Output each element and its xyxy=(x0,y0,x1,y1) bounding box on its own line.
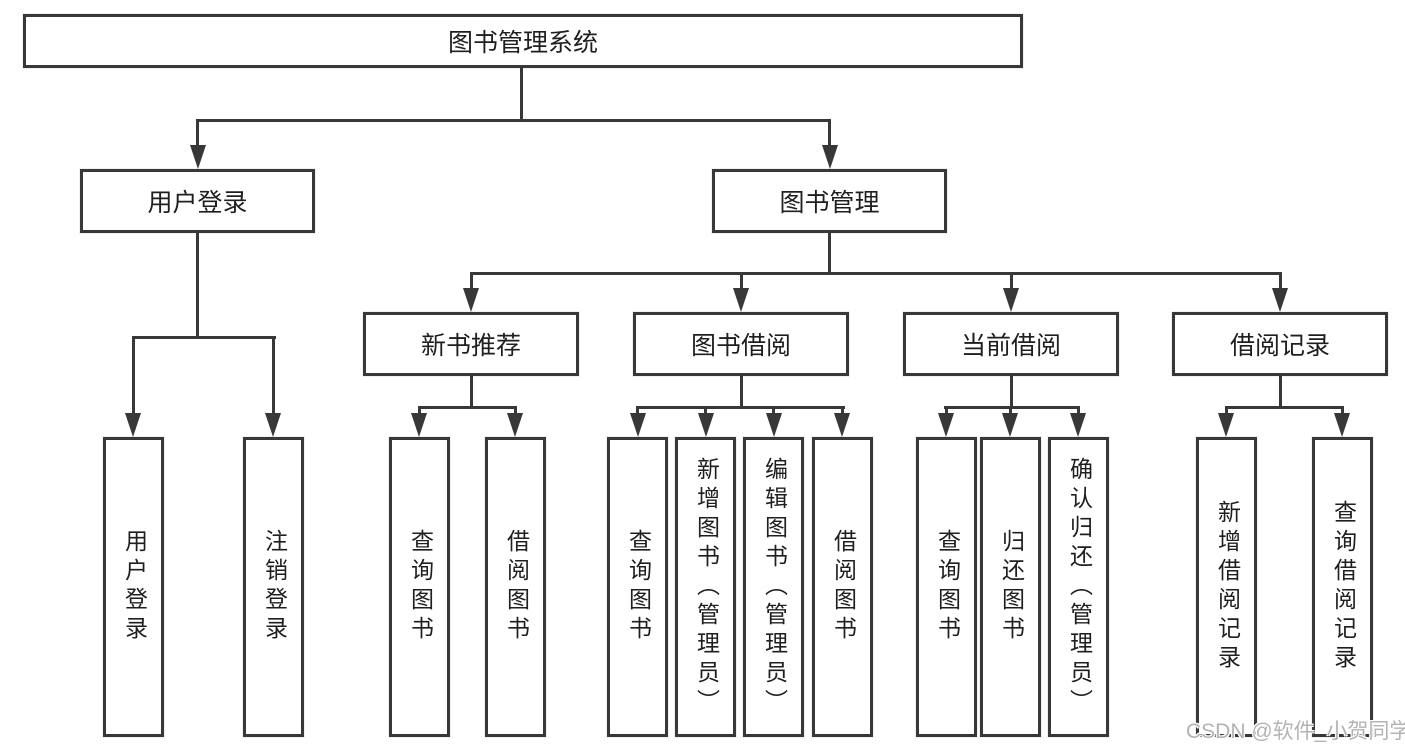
node-user-login-branch: 用户登录 xyxy=(80,169,315,233)
arrowhead-icon xyxy=(125,413,141,437)
node-label: 当前借阅 xyxy=(960,332,1061,360)
arrowhead-icon xyxy=(938,413,954,437)
arrowhead-icon xyxy=(766,413,782,437)
connector-new-books-stub xyxy=(470,376,473,406)
node-label: 图书管理 xyxy=(779,189,880,217)
node-label: 新书推荐 xyxy=(420,332,521,360)
node-label: 确认归还（管理员） xyxy=(1066,456,1093,718)
connector-book-mgmt-stub xyxy=(828,233,831,272)
arrowhead-icon xyxy=(733,288,749,312)
connector-leaf-drop xyxy=(1341,406,1344,414)
node-label: 新增借阅记录 xyxy=(1214,500,1241,674)
connector-to-book-borrow xyxy=(740,272,743,289)
csdn-watermark: CSDN @软件_小贺同学 xyxy=(1186,720,1405,743)
connector-to-book-mgmt xyxy=(828,119,831,147)
node-label: 用户登录 xyxy=(147,189,248,217)
arrowhead-icon xyxy=(1003,288,1019,312)
connector-to-new-books xyxy=(470,272,473,289)
arrowhead-icon xyxy=(265,413,281,437)
node-leaf-confirm-return-admin: 确认归还（管理员） xyxy=(1048,437,1109,737)
arrowhead-icon xyxy=(1334,413,1350,437)
connector-current-borrow-rail xyxy=(944,406,1080,409)
node-label: 图书管理系统 xyxy=(447,29,598,57)
connector-book-borrow-rail xyxy=(636,406,845,409)
connector-leaf-drop xyxy=(1009,406,1012,414)
node-label: 新增图书（管理员） xyxy=(693,456,720,718)
node-label: 借阅图书 xyxy=(830,529,857,645)
node-leaf-query-books: 查询图书 xyxy=(916,437,977,737)
arrowhead-icon xyxy=(507,413,523,437)
arrowhead-icon xyxy=(463,288,479,312)
connector-leaf-drop xyxy=(1077,406,1080,414)
node-label: 查询图书 xyxy=(407,529,434,645)
node-leaf-user-login: 用户登录 xyxy=(103,437,164,737)
connector-book-mgmt-rail xyxy=(470,272,1282,275)
node-label: 查询借阅记录 xyxy=(1330,500,1357,674)
connector-current-borrow-stub xyxy=(1010,376,1013,406)
node-label: 查询图书 xyxy=(625,529,652,645)
connector-to-login-leaf xyxy=(132,336,135,413)
connector-new-books-rail xyxy=(418,406,517,409)
node-label: 注销登录 xyxy=(261,529,288,645)
arrowhead-icon xyxy=(1272,288,1288,312)
connector-leaf-drop xyxy=(772,406,775,414)
node-label: 借阅图书 xyxy=(503,529,530,645)
arrowhead-icon xyxy=(834,413,850,437)
node-label: 查询图书 xyxy=(934,529,961,645)
node-leaf-query-books: 查询图书 xyxy=(607,437,668,737)
node-book-mgmt-branch: 图书管理 xyxy=(712,169,947,233)
node-label: 借阅记录 xyxy=(1229,332,1330,360)
connector-to-current-borrow xyxy=(1010,272,1013,289)
node-label: 归还图书 xyxy=(998,529,1025,645)
node-label: 用户登录 xyxy=(121,529,148,645)
connector-leaf-drop xyxy=(841,406,844,414)
connector-to-borrow-records xyxy=(1279,272,1282,289)
connector-leaf-drop xyxy=(418,406,421,414)
node-leaf-borrow-books: 借阅图书 xyxy=(485,437,546,737)
arrowhead-icon xyxy=(411,413,427,437)
arrowhead-icon xyxy=(630,413,646,437)
connector-user-login-stub xyxy=(196,233,199,336)
connector-root-stub xyxy=(520,68,523,119)
connector-borrow-records-rail xyxy=(1225,406,1344,409)
node-library-system: 图书管理系统 xyxy=(23,14,1023,68)
node-leaf-query-books: 查询图书 xyxy=(389,437,450,737)
node-leaf-add-borrow-record: 新增借阅记录 xyxy=(1196,437,1257,737)
node-borrow-records: 借阅记录 xyxy=(1172,312,1388,376)
connector-leaf-drop xyxy=(945,406,948,414)
connector-leaf-drop xyxy=(1225,406,1228,414)
node-leaf-edit-books-admin: 编辑图书（管理员） xyxy=(743,437,804,737)
node-leaf-return-books: 归还图书 xyxy=(980,437,1041,737)
connector-to-logout-leaf xyxy=(272,336,275,413)
node-leaf-logout: 注销登录 xyxy=(243,437,304,737)
connector-to-user-login xyxy=(196,119,199,147)
arrowhead-icon xyxy=(698,413,714,437)
arrowhead-icon xyxy=(1002,413,1018,437)
connector-leaf-drop xyxy=(636,406,639,414)
node-label: 图书借阅 xyxy=(690,332,791,360)
node-current-borrow: 当前借阅 xyxy=(903,312,1119,376)
node-book-borrow: 图书借阅 xyxy=(633,312,849,376)
arrowhead-icon xyxy=(190,145,206,169)
connector-book-borrow-stub xyxy=(740,376,743,406)
connector-user-login-rail xyxy=(132,336,276,339)
node-leaf-borrow-books: 借阅图书 xyxy=(812,437,873,737)
node-leaf-query-borrow-record: 查询借阅记录 xyxy=(1312,437,1373,737)
node-leaf-add-books-admin: 新增图书（管理员） xyxy=(675,437,736,737)
arrowhead-icon xyxy=(822,145,838,169)
connector-leaf-drop xyxy=(514,406,517,414)
arrowhead-icon xyxy=(1218,413,1234,437)
node-label: 编辑图书（管理员） xyxy=(761,456,788,718)
connector-borrow-records-stub xyxy=(1279,376,1282,406)
connector-leaf-drop xyxy=(704,406,707,414)
node-new-books: 新书推荐 xyxy=(363,312,579,376)
connector-root-rail xyxy=(196,119,831,122)
arrowhead-icon xyxy=(1070,413,1086,437)
